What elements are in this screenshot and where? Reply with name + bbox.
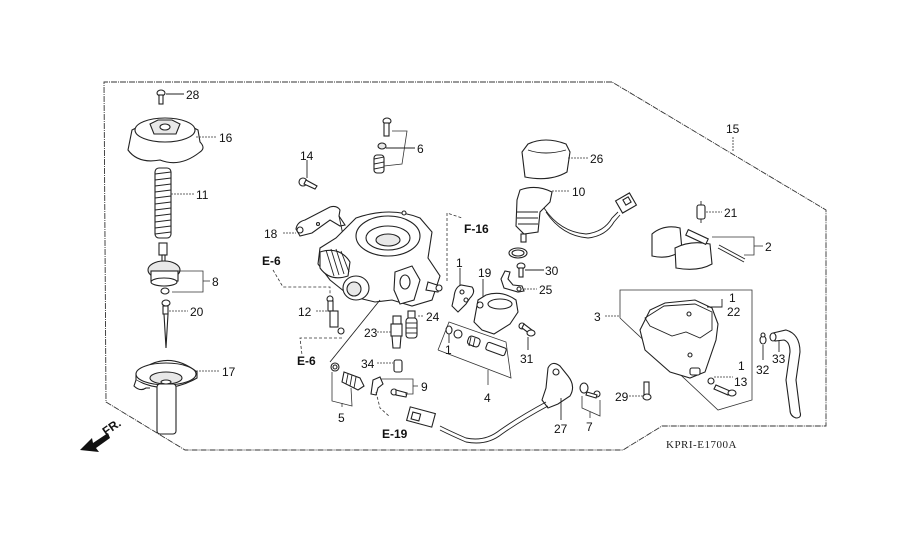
ref-e6-top[interactable]: E-6 bbox=[262, 254, 281, 268]
callout-25: 25 bbox=[539, 283, 553, 297]
cutoff-valve-19[interactable] bbox=[473, 292, 519, 335]
screw-30[interactable] bbox=[516, 262, 526, 278]
screw-set-5[interactable] bbox=[330, 362, 365, 391]
callout-33: 33 bbox=[772, 352, 786, 366]
valve-kit-4[interactable] bbox=[445, 325, 507, 357]
callout-1c: 1 bbox=[729, 291, 736, 305]
callout-24: 24 bbox=[426, 310, 440, 324]
jet-24[interactable] bbox=[405, 310, 418, 339]
callout-9: 9 bbox=[421, 380, 428, 394]
callout-15: 15 bbox=[726, 122, 740, 136]
jet-34[interactable] bbox=[393, 359, 403, 373]
callout-6: 6 bbox=[417, 142, 424, 156]
carburetor-body[interactable] bbox=[317, 210, 443, 307]
screw-12[interactable] bbox=[326, 295, 345, 335]
callout-31: 31 bbox=[520, 352, 534, 366]
screw-31[interactable] bbox=[518, 322, 536, 337]
callout-17: 17 bbox=[222, 365, 236, 379]
float-set-2[interactable] bbox=[651, 226, 746, 270]
clip-32[interactable] bbox=[759, 332, 767, 345]
callout-21: 21 bbox=[724, 206, 738, 220]
o-ring[interactable] bbox=[508, 247, 528, 259]
drain-screw-13[interactable] bbox=[707, 377, 737, 397]
ref-f16[interactable]: F-16 bbox=[464, 222, 489, 236]
spring-11[interactable] bbox=[154, 167, 172, 239]
callout-28: 28 bbox=[186, 88, 200, 102]
callout-1b: 1 bbox=[445, 343, 452, 357]
callout-5: 5 bbox=[338, 411, 345, 425]
callout-23: 23 bbox=[364, 326, 378, 340]
diaphragm-17[interactable] bbox=[133, 359, 198, 435]
callout-20: 20 bbox=[190, 305, 204, 319]
ref-e19[interactable]: E-19 bbox=[382, 427, 408, 441]
callout-27: 27 bbox=[554, 422, 568, 436]
float-chamber[interactable] bbox=[639, 299, 719, 379]
callout-12: 12 bbox=[298, 305, 312, 319]
screw-28[interactable] bbox=[156, 89, 166, 105]
float-valve-21[interactable] bbox=[696, 201, 706, 223]
washer-screw-7[interactable] bbox=[579, 382, 601, 399]
callout-22: 22 bbox=[727, 305, 741, 319]
front-direction-arrow-icon bbox=[80, 433, 110, 452]
callout-8: 8 bbox=[212, 275, 219, 289]
sensor-27[interactable] bbox=[405, 362, 574, 444]
callout-34: 34 bbox=[361, 357, 375, 371]
callout-4: 4 bbox=[484, 391, 491, 405]
callout-26: 26 bbox=[590, 152, 604, 166]
ref-e6-bottom[interactable]: E-6 bbox=[297, 354, 316, 368]
lever-25[interactable] bbox=[500, 270, 525, 293]
front-indicator-label: FR. bbox=[100, 416, 124, 439]
bracket-screw-9[interactable] bbox=[370, 376, 408, 398]
kit-outline bbox=[103, 81, 827, 451]
cap-26[interactable] bbox=[521, 139, 571, 180]
drawing-code: KPRI-E1700A bbox=[666, 439, 737, 451]
callout-14: 14 bbox=[300, 149, 314, 163]
callout-32: 32 bbox=[756, 363, 770, 377]
callout-18: 18 bbox=[264, 227, 278, 241]
callout-13: 13 bbox=[734, 375, 748, 389]
part-23[interactable] bbox=[390, 315, 403, 349]
callout-11: 11 bbox=[196, 188, 209, 202]
callout-10: 10 bbox=[572, 185, 586, 199]
tube-33[interactable] bbox=[769, 329, 802, 419]
jet-needle-20[interactable] bbox=[161, 299, 171, 349]
callout-29: 29 bbox=[615, 390, 629, 404]
gasket-1a[interactable] bbox=[451, 284, 475, 313]
needle-holder-8[interactable] bbox=[147, 242, 181, 295]
callout-16: 16 bbox=[219, 131, 233, 145]
screw-29[interactable] bbox=[642, 381, 652, 401]
screw-14[interactable] bbox=[298, 177, 318, 190]
callout-30: 30 bbox=[545, 264, 559, 278]
callout-3: 3 bbox=[594, 310, 601, 324]
callout-1d: 1 bbox=[738, 359, 745, 373]
top-cover-16[interactable] bbox=[127, 117, 204, 164]
callout-1a: 1 bbox=[456, 256, 463, 270]
callout-19: 19 bbox=[478, 266, 492, 280]
callout-7: 7 bbox=[586, 420, 593, 434]
callout-2: 2 bbox=[765, 240, 772, 254]
screw-spring-set-6[interactable] bbox=[373, 117, 392, 174]
bracket-18[interactable] bbox=[295, 205, 346, 237]
auto-choke-10[interactable] bbox=[515, 186, 638, 243]
